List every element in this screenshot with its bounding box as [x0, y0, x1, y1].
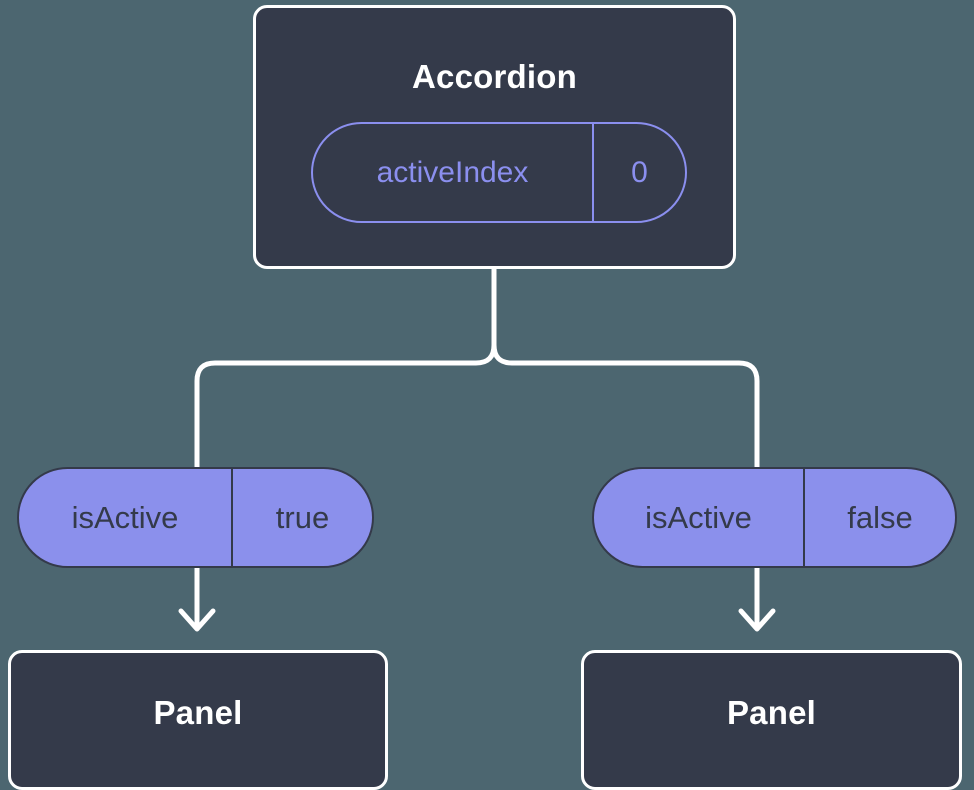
prop-pill-is-active-true[interactable]: isActive true	[17, 467, 374, 568]
prop-pill-active-index-key: activeIndex	[313, 124, 594, 221]
arrow-head-right	[738, 608, 776, 632]
fork-connector	[194, 266, 497, 470]
arrow-head-left	[178, 608, 216, 632]
prop-pill-active-index-value: 0	[631, 155, 648, 189]
prop-pill-active-index[interactable]: activeIndex 0	[311, 122, 687, 223]
node-panel-right[interactable]: Panel	[581, 650, 962, 790]
prop-pill-is-active-false-key: isActive	[594, 469, 805, 566]
prop-pill-is-active-true-key: isActive	[19, 469, 233, 566]
node-accordion[interactable]: Accordion activeIndex 0	[253, 5, 736, 269]
prop-pill-is-active-false[interactable]: isActive false	[592, 467, 957, 568]
prop-pill-is-active-true-value: true	[275, 499, 330, 535]
node-accordion-title: Accordion	[412, 58, 577, 95]
node-panel-left[interactable]: Panel	[8, 650, 388, 790]
fork-connector-right	[491, 266, 760, 470]
prop-pill-is-active-false-value: false	[847, 499, 913, 535]
node-panel-right-title: Panel	[726, 694, 817, 731]
diagram-canvas: Accordion activeIndex 0 isActive true is…	[8, 5, 962, 790]
node-panel-left-title: Panel	[153, 694, 243, 731]
